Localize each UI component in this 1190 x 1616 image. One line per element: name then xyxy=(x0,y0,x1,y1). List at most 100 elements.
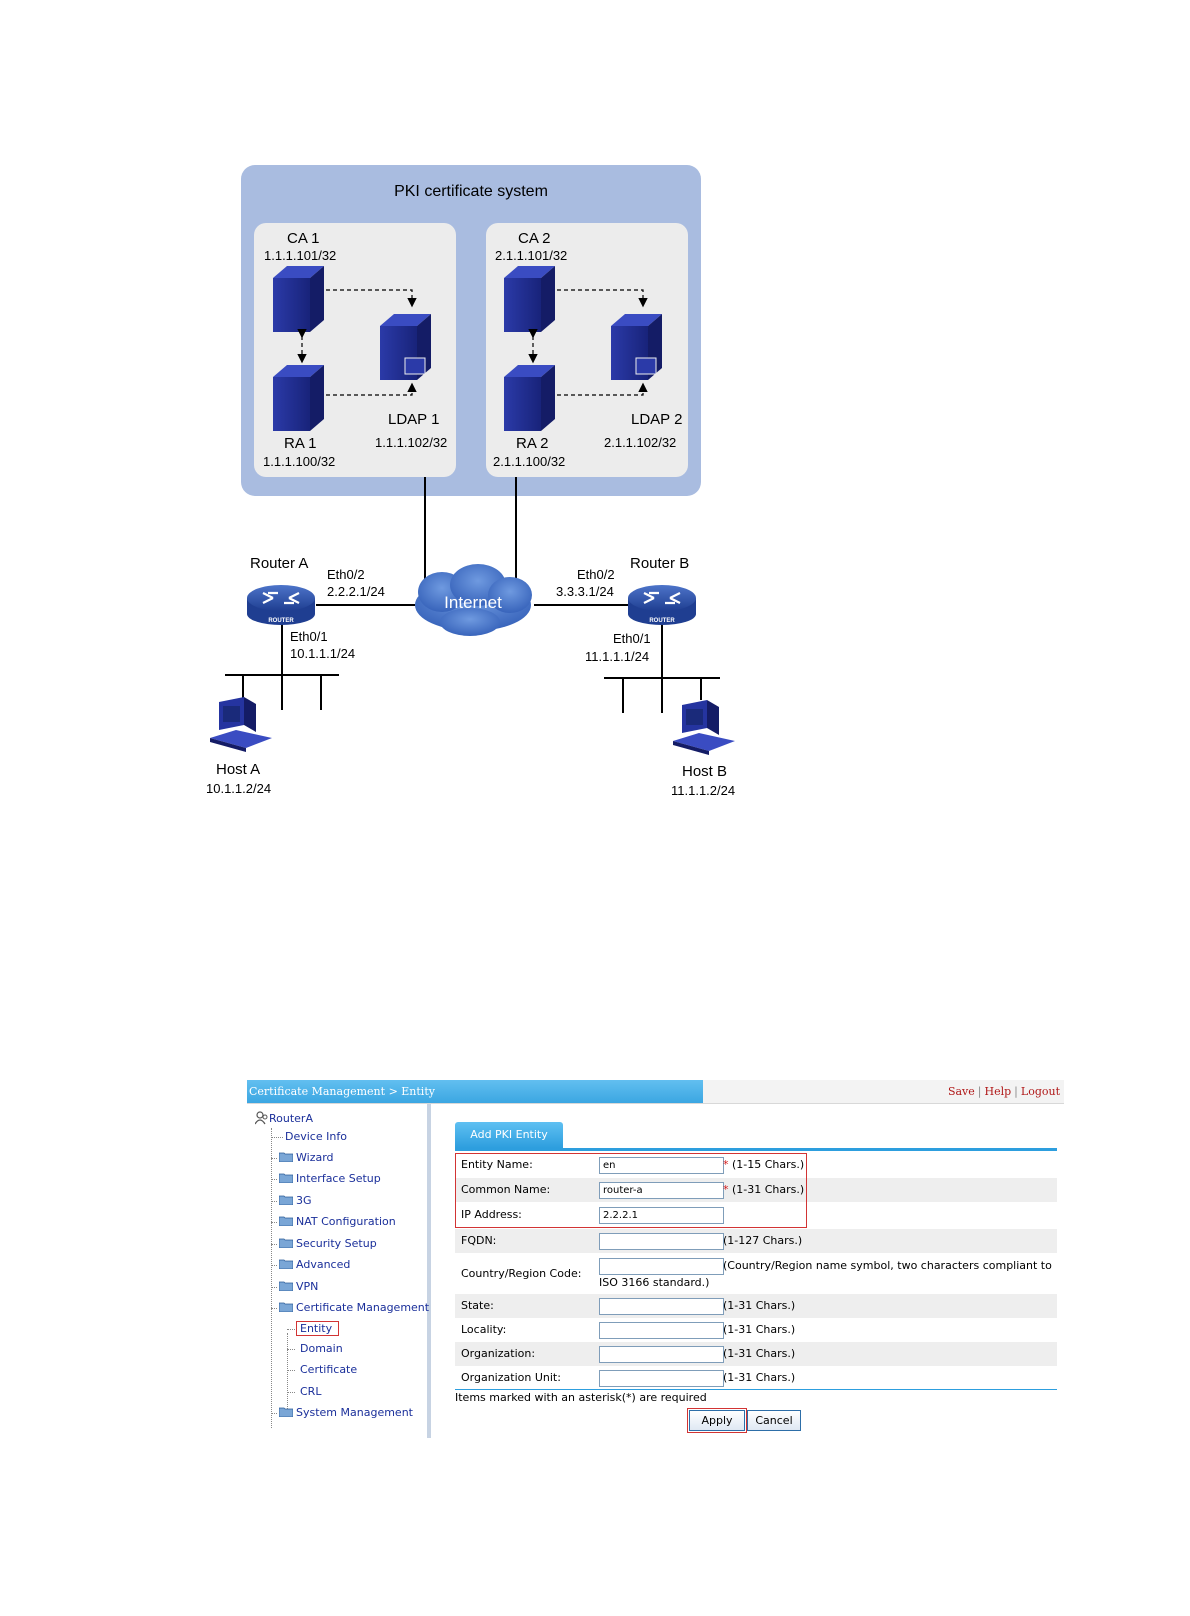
cancel-button[interactable]: Cancel xyxy=(747,1410,801,1431)
tree-item-advanced[interactable]: Advanced xyxy=(271,1256,350,1274)
field-hint: (Country/Region name symbol, two charact… xyxy=(723,1259,1052,1272)
tree-item-crl[interactable]: CRL xyxy=(287,1383,321,1401)
required-asterisk: * xyxy=(723,1183,729,1196)
users-icon xyxy=(255,1111,268,1125)
field-label: State: xyxy=(461,1299,494,1312)
organization-unit-input[interactable] xyxy=(599,1370,724,1387)
tree-item-vpn[interactable]: VPN xyxy=(271,1278,318,1296)
form-row-state: State: (1-31 Chars.) xyxy=(455,1294,1057,1318)
field-label: Organization Unit: xyxy=(461,1371,561,1384)
country-code-input[interactable] xyxy=(599,1258,724,1275)
ldap1-server-icon xyxy=(380,314,431,380)
ca2-server-icon xyxy=(504,266,555,332)
network-diagram: PKI certificate system CA 1 1.1.1.101/32… xyxy=(206,165,735,798)
ra1-label: RA 1 xyxy=(284,435,317,452)
ra1-server-icon xyxy=(273,365,324,431)
router-a-eth02: Eth0/2 xyxy=(327,567,365,582)
folder-open-icon xyxy=(279,1302,293,1312)
field-hint: (1-31 Chars.) xyxy=(723,1323,796,1336)
entity-name-input[interactable]: en xyxy=(599,1157,724,1174)
tree-item-domain[interactable]: Domain xyxy=(287,1340,343,1358)
folder-icon xyxy=(279,1281,293,1291)
state-input[interactable] xyxy=(599,1298,724,1315)
host-a-icon xyxy=(210,697,272,752)
tree-item-3g[interactable]: 3G xyxy=(271,1192,312,1210)
tree-item-label: Certificate xyxy=(300,1363,358,1376)
folder-icon xyxy=(279,1195,293,1205)
field-label: Country/Region Code: xyxy=(461,1267,582,1280)
logout-link[interactable]: Logout xyxy=(1020,1085,1060,1098)
tree-item-label: 3G xyxy=(296,1194,312,1207)
router-a-eth02-ip: 2.2.2.1/24 xyxy=(327,584,385,599)
field-label: IP Address: xyxy=(461,1208,522,1221)
tree-item-label: Advanced xyxy=(296,1258,351,1271)
ca2-ip: 2.1.1.101/32 xyxy=(495,248,567,263)
tree-item-label: Security Setup xyxy=(296,1237,377,1250)
router-b-eth01-ip: 11.1.1.1/24 xyxy=(585,649,649,664)
site1-dashed-links xyxy=(297,289,417,396)
router-a-badge: ROUTER xyxy=(268,618,294,624)
fqdn-input[interactable] xyxy=(599,1233,724,1250)
selected-highlight: Entity xyxy=(295,1321,340,1336)
tree-item-interface-setup[interactable]: Interface Setup xyxy=(271,1170,381,1188)
tree-item-label: Device Info xyxy=(285,1130,347,1143)
router-b-eth01: Eth0/1 xyxy=(613,631,651,646)
tree-root-label: RouterA xyxy=(269,1112,313,1125)
top-links: Save|Help|Logout xyxy=(948,1080,1060,1103)
organization-input[interactable] xyxy=(599,1346,724,1363)
tree-item-label: Wizard xyxy=(296,1151,334,1164)
tab-add-pki-entity[interactable]: Add PKI Entity xyxy=(455,1122,563,1148)
form-row-country-code: Country/Region Code: (Country/Region nam… xyxy=(455,1254,1057,1294)
tree-item-system-management[interactable]: System Management xyxy=(271,1404,413,1422)
tree-item-entity[interactable]: Entity xyxy=(287,1320,340,1338)
tree-item-certificate-management[interactable]: Certificate Management xyxy=(271,1299,429,1317)
tree-item-label: VPN xyxy=(296,1280,319,1293)
field-hint: (1-127 Chars.) xyxy=(723,1234,803,1247)
ra2-ip: 2.1.1.100/32 xyxy=(493,454,565,469)
tree-item-label: CRL xyxy=(300,1385,322,1398)
field-label: Locality: xyxy=(461,1323,507,1336)
required-asterisk: * xyxy=(723,1158,729,1171)
save-link[interactable]: Save xyxy=(947,1085,975,1098)
tree-guide-line xyxy=(287,1333,288,1413)
hint-text: (1-31 Chars.) xyxy=(728,1183,805,1196)
main-panel: Add PKI Entity Entity Name: en * (1-15 C… xyxy=(431,1104,1064,1438)
form-row-organization: Organization: (1-31 Chars.) xyxy=(455,1342,1057,1366)
folder-icon xyxy=(279,1259,293,1269)
field-hint: (1-31 Chars.) xyxy=(723,1371,796,1384)
router-a-eth01: Eth0/1 xyxy=(290,629,328,644)
form-row-organization-unit: Organization Unit: (1-31 Chars.) xyxy=(455,1366,1057,1390)
folder-icon xyxy=(279,1238,293,1248)
ip-address-input[interactable]: 2.2.2.1 xyxy=(599,1207,724,1224)
common-name-input[interactable]: router-a xyxy=(599,1182,724,1199)
router-a-label: Router A xyxy=(250,555,308,572)
host-b-icon xyxy=(673,700,735,755)
tree-item-security-setup[interactable]: Security Setup xyxy=(271,1235,377,1253)
locality-input[interactable] xyxy=(599,1322,724,1339)
apply-button[interactable]: Apply xyxy=(687,1408,747,1433)
tree-item-label: Entity xyxy=(300,1322,333,1335)
tree-item-nat-configuration[interactable]: NAT Configuration xyxy=(271,1213,396,1231)
ldap1-ip: 1.1.1.102/32 xyxy=(375,435,447,450)
breadcrumb: Certificate Management > Entity xyxy=(247,1080,703,1103)
host-b-label: Host B xyxy=(682,763,727,780)
tree-item-wizard[interactable]: Wizard xyxy=(271,1149,334,1167)
router-b-eth02: Eth0/2 xyxy=(577,567,615,582)
tree-item-label: System Management xyxy=(296,1406,413,1419)
network-links xyxy=(225,477,720,713)
ldap2-label: LDAP 2 xyxy=(631,411,682,428)
help-link[interactable]: Help xyxy=(984,1085,1012,1098)
web-config-screenshot: Certificate Management > Entity Save|Hel… xyxy=(247,1080,1064,1438)
form-row-common-name: Common Name: router-a * (1-31 Chars.) xyxy=(455,1178,1057,1202)
ra2-label: RA 2 xyxy=(516,435,549,452)
folder-icon xyxy=(279,1152,293,1162)
tree-item-device-info[interactable]: Device Info xyxy=(271,1128,347,1146)
tree-item-certificate[interactable]: Certificate xyxy=(287,1361,357,1379)
tab-underline xyxy=(455,1148,1057,1151)
tree-root[interactable]: RouterA xyxy=(255,1110,313,1128)
field-label: Entity Name: xyxy=(461,1158,533,1171)
tree-guide-line xyxy=(271,1128,272,1428)
ldap2-ip: 2.1.1.102/32 xyxy=(604,435,676,450)
field-hint: * (1-15 Chars.) xyxy=(723,1153,804,1177)
link-separator: | xyxy=(977,1085,982,1098)
